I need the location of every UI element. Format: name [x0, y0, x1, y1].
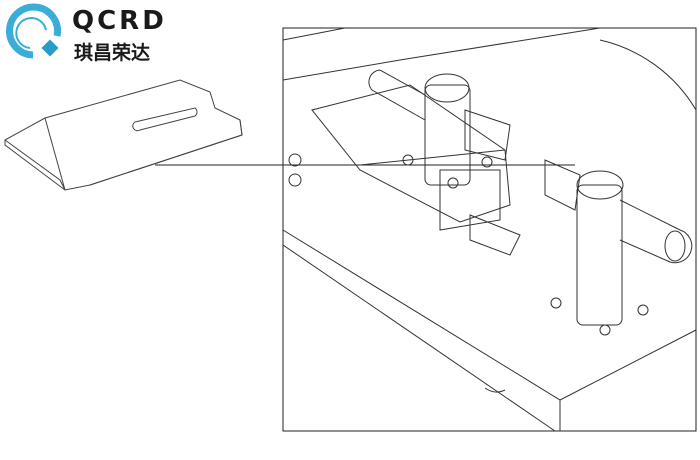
- brand-name: QCRD: [72, 6, 167, 36]
- detail-frame: [282, 27, 697, 432]
- q-logo-mark: [6, 3, 62, 59]
- fixture-assembly: [282, 27, 697, 432]
- brand-name-chinese: 琪昌荣达: [74, 42, 151, 64]
- wedge-part: [4, 79, 243, 191]
